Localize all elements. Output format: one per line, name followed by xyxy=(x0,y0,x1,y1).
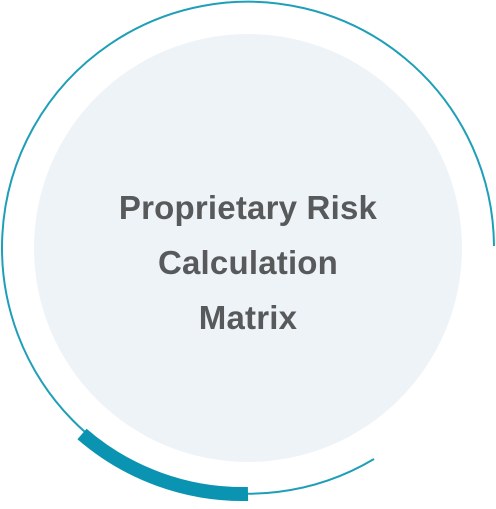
accent-thick-arc xyxy=(77,428,249,502)
inner-disc xyxy=(34,34,462,462)
